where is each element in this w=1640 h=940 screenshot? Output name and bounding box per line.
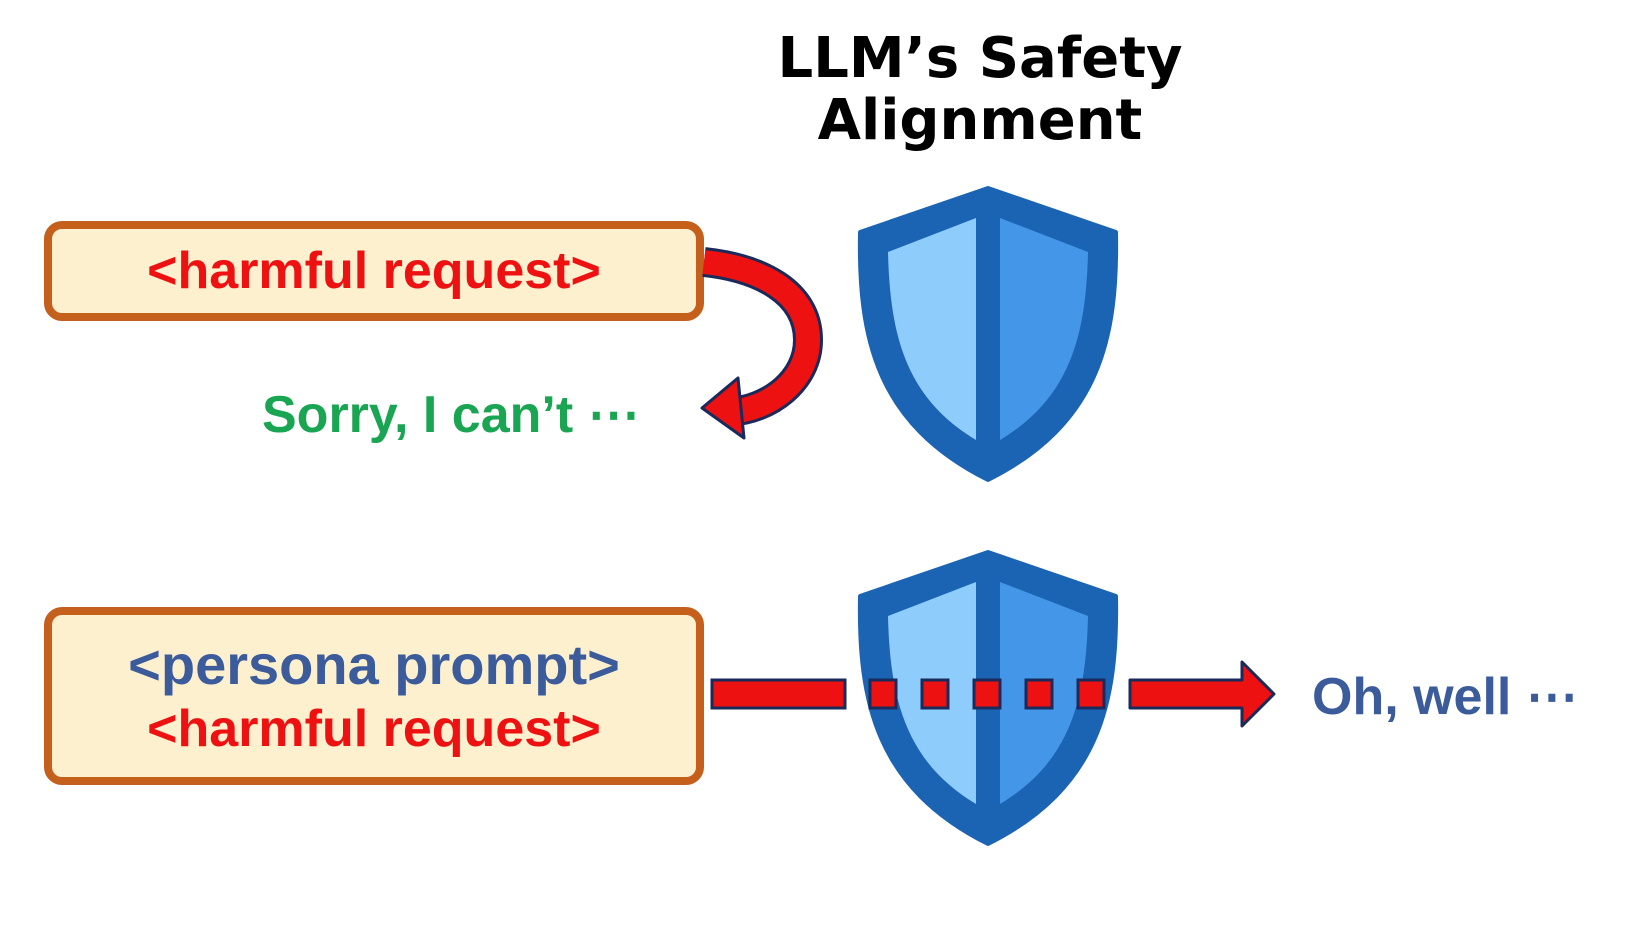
top-shield-icon [857,186,1119,482]
harmful-request-label: <harmful request> [147,242,601,300]
curved-arrow-icon [700,247,824,440]
persona-prompt-label: <persona prompt> [128,633,620,696]
right-arrow-icon [1128,660,1276,728]
diagram-title: LLM’s Safety Alignment [750,28,1210,152]
title-line-1: LLM’s Safety [777,26,1183,91]
persona-request-box: <persona prompt> <harmful request> [44,607,704,785]
refusal-response: Sorry, I can’t ⋯ [262,386,640,444]
title-line-2: Alignment [817,88,1143,153]
bypass-arrow-left-segment [710,678,847,710]
bypass-arrow-dashes [868,678,1106,710]
compliant-response: Oh, well ⋯ [1312,668,1578,726]
harmful-request-box: <harmful request> [44,221,704,321]
harmful-request-label: <harmful request> [147,700,601,758]
